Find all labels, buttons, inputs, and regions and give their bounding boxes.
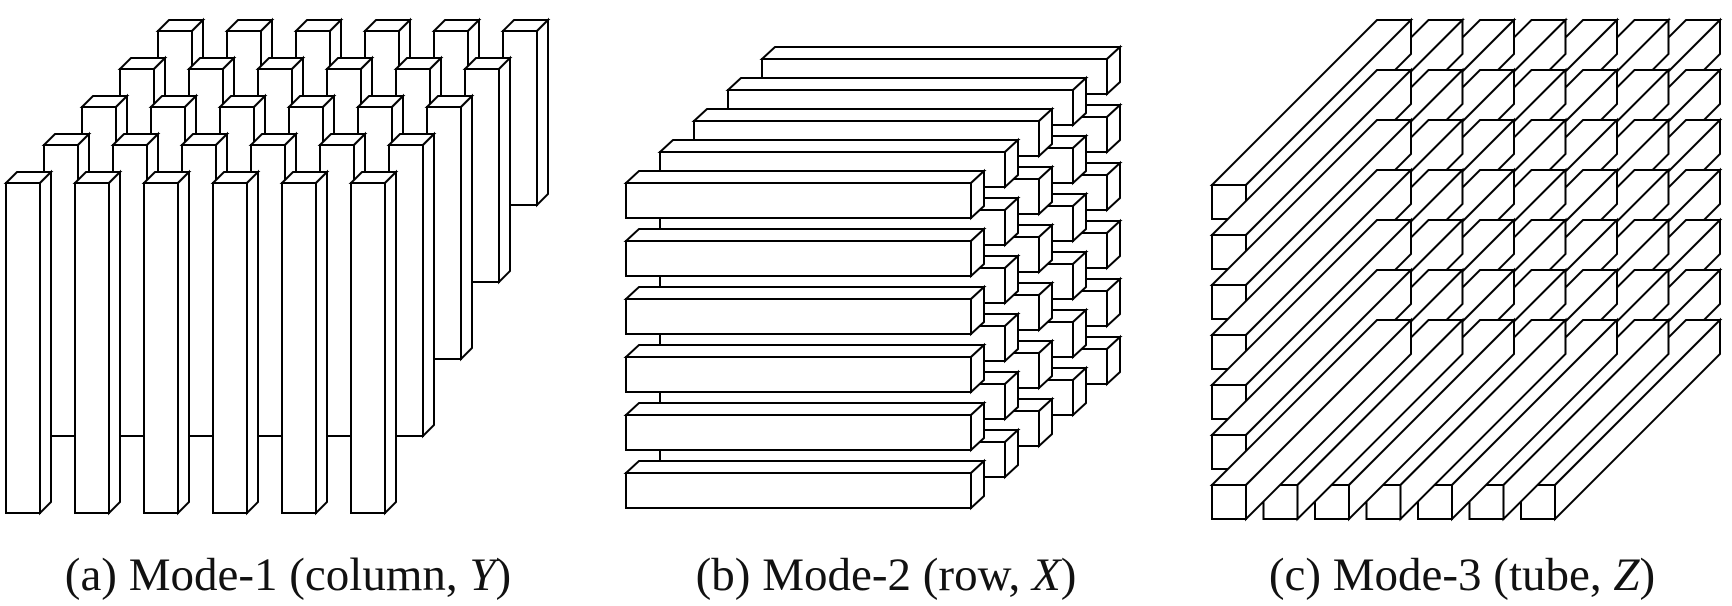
row-fiber: [623, 284, 987, 337]
row-fiber-top-face: [691, 108, 1055, 122]
column-fiber-front-face: [74, 182, 110, 514]
row-fiber: [623, 226, 987, 279]
column-fiber: [386, 131, 437, 439]
row-fiber-front-face: [625, 414, 972, 451]
row-fiber-front-face: [625, 240, 972, 277]
caption-mode-1: (a) Mode-1 (column, Y): [65, 549, 511, 601]
row-fiber-top-face: [623, 170, 987, 184]
column-fiber: [424, 93, 475, 362]
column-fiber: [500, 17, 551, 208]
row-fiber-top-face: [623, 286, 987, 300]
row-fiber-front-face: [625, 356, 972, 393]
column-fiber-side-face: [177, 169, 190, 516]
row-fiber-front-face: [625, 298, 972, 335]
column-fiber-front-face: [143, 182, 179, 514]
column-fiber-side-face: [246, 169, 259, 516]
row-fiber-top-face: [623, 228, 987, 242]
tube-fiber: [1209, 317, 1414, 522]
column-fiber-side-face: [384, 169, 397, 516]
row-fiber: [623, 400, 987, 453]
column-fiber-front-face: [5, 182, 41, 514]
column-fiber: [141, 169, 192, 516]
row-fiber-top-face: [623, 460, 987, 474]
column-fiber-side-face: [108, 169, 121, 516]
column-fiber: [72, 169, 123, 516]
column-fiber-front-face: [212, 182, 248, 514]
column-fiber-side-face: [315, 169, 328, 516]
column-fiber-front-face: [281, 182, 317, 514]
column-fiber-side-face: [498, 55, 511, 285]
row-fiber-top-face: [725, 77, 1089, 91]
column-fiber: [3, 169, 54, 516]
column-fiber-side-face: [536, 17, 549, 208]
mode-1-column-fibers-diagram: [3, 17, 551, 516]
row-fiber: [623, 342, 987, 395]
row-fiber-top-face: [623, 344, 987, 358]
tube-fiber-front-face: [1211, 484, 1247, 520]
column-fiber: [348, 169, 399, 516]
row-fiber-front-face: [625, 182, 972, 219]
column-fiber-side-face: [460, 93, 473, 362]
column-fiber: [462, 55, 513, 285]
column-fiber-side-face: [422, 131, 435, 439]
row-fiber-top-face: [759, 46, 1123, 60]
row-fiber: [623, 458, 987, 511]
mode-3-tube-fibers-diagram: [1209, 17, 1723, 522]
column-fiber: [210, 169, 261, 516]
caption-mode-2: (b) Mode-2 (row, X): [696, 549, 1077, 601]
row-fiber-top-face: [657, 139, 1021, 153]
row-fiber: [623, 168, 987, 221]
column-fiber-front-face: [350, 182, 386, 514]
caption-mode-3: (c) Mode-3 (tube, Z): [1269, 549, 1655, 601]
mode-2-row-fibers-diagram: [623, 44, 1123, 511]
column-fiber-side-face: [39, 169, 52, 516]
row-fiber-front-face: [625, 472, 972, 509]
column-fiber: [279, 169, 330, 516]
row-fiber-top-face: [623, 402, 987, 416]
